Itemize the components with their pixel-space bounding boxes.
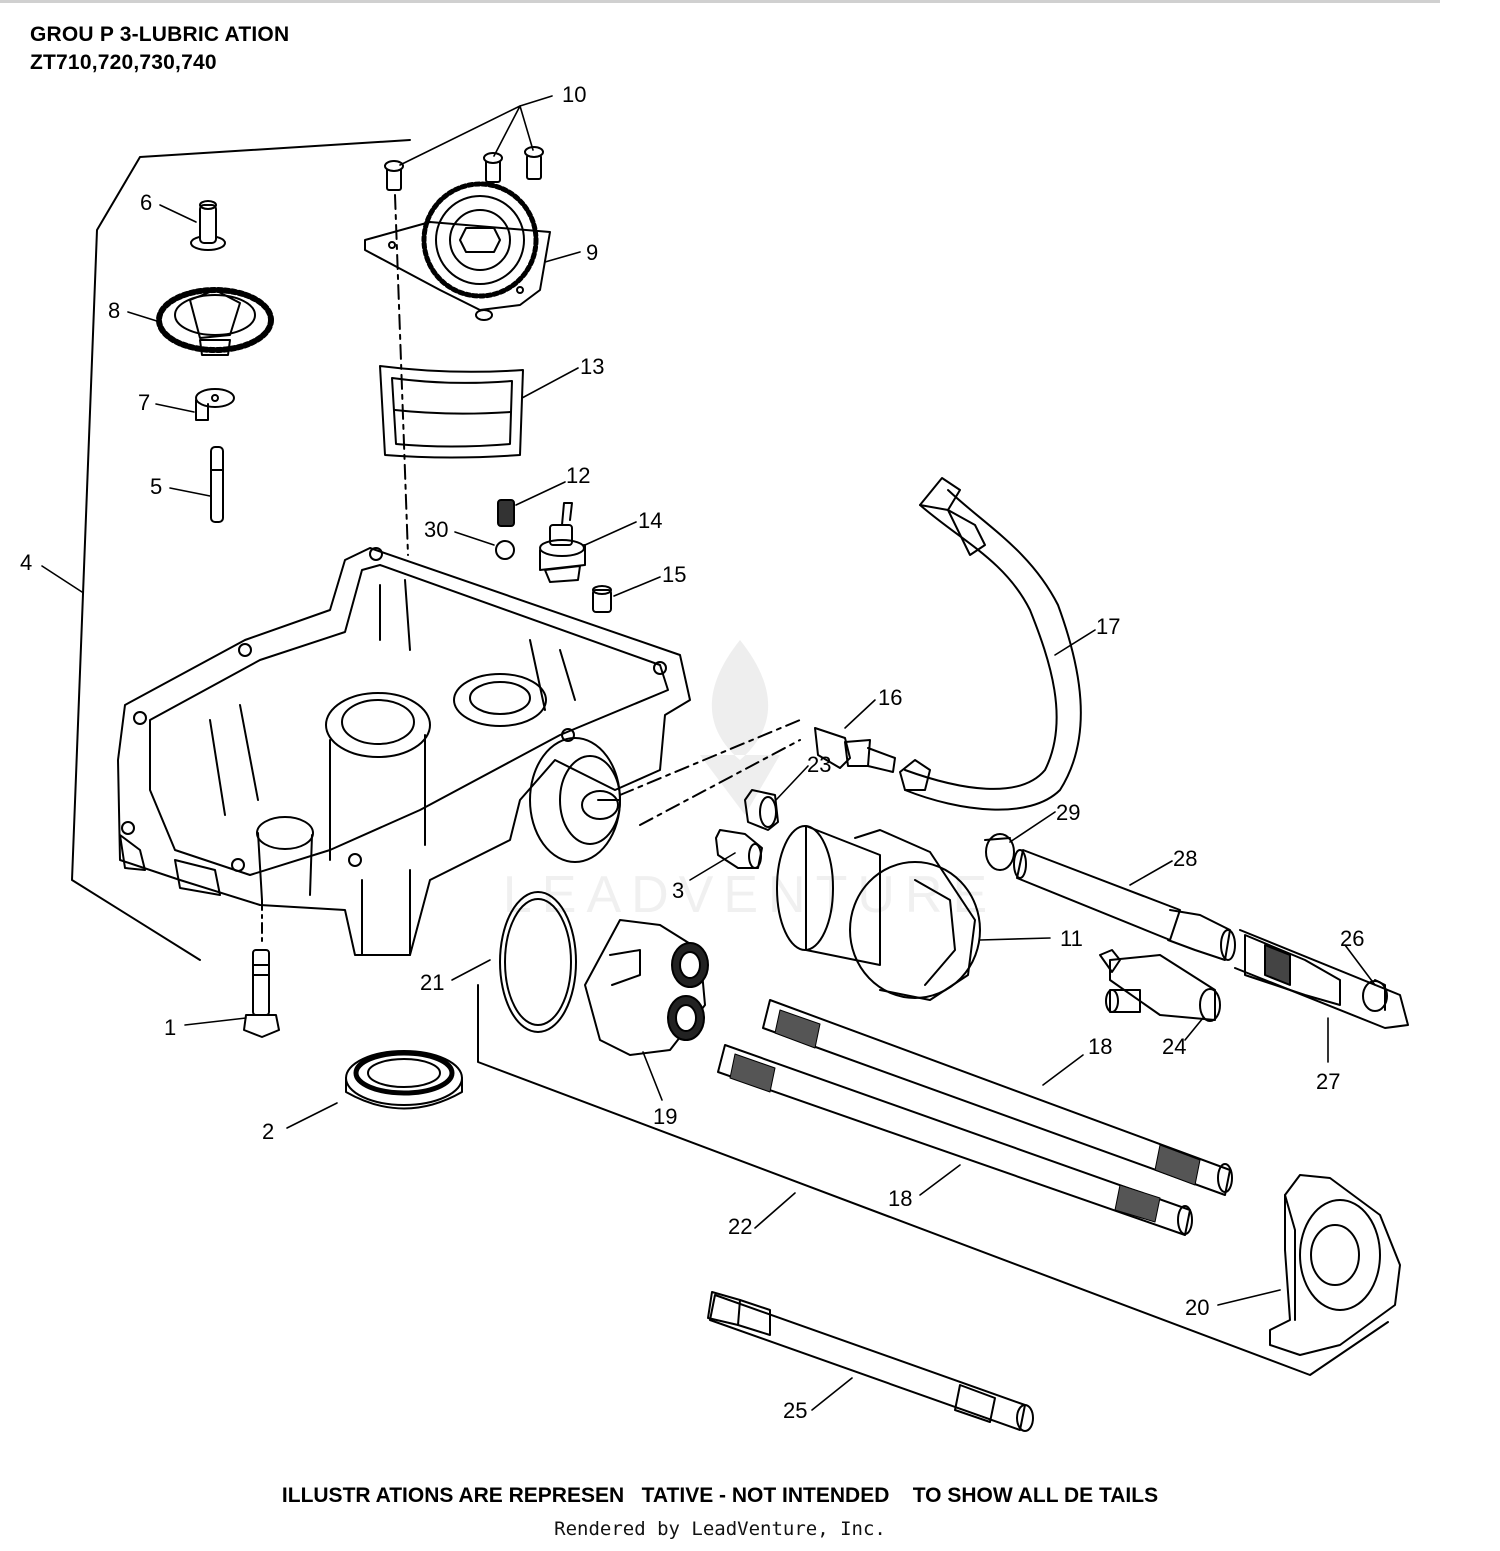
part-7-clip: [195, 388, 235, 421]
callout-26: 26: [1340, 926, 1364, 951]
part-23-plug: [744, 789, 779, 831]
alignment-line-adapter: [619, 719, 801, 796]
part-4-oil-pan: [117, 547, 691, 956]
part-13-screen: [379, 365, 524, 459]
part-18-oil-line-upper: [762, 999, 1233, 1196]
callout-30: 30: [424, 517, 448, 542]
callout-labels: 10 6 9 8 13 7 12 5 14 30 15 4 17 16 23 2…: [20, 82, 1364, 1423]
callout-1: 1: [164, 1015, 176, 1040]
callout-27: 27: [1316, 1069, 1340, 1094]
callout-8: 8: [108, 298, 120, 323]
callout-18-upper: 18: [1088, 1034, 1112, 1059]
alignment-line-adapter2: [639, 739, 801, 826]
part-19-filter-adapter: [584, 919, 709, 1056]
callout-16: 16: [878, 685, 902, 710]
callout-14: 14: [638, 508, 662, 533]
callout-19: 19: [653, 1104, 677, 1129]
callout-6: 6: [140, 190, 152, 215]
part-10-screws: [384, 146, 544, 191]
part-1-bolt: [243, 949, 280, 1038]
part-18-oil-line-lower: [717, 1044, 1193, 1236]
callout-23: 23: [807, 752, 831, 777]
part-5-shaft: [210, 446, 224, 523]
part-15-plug: [592, 585, 612, 613]
part-27-inline-valve: [1234, 929, 1409, 1029]
part-28-hose: [1013, 849, 1236, 961]
part-30-ball: [495, 540, 515, 560]
part-2-seal: [345, 1050, 463, 1110]
callout-2: 2: [262, 1119, 274, 1144]
callout-18-lower: 18: [888, 1186, 912, 1211]
callout-22: 22: [728, 1214, 752, 1239]
part-21-o-ring: [499, 891, 577, 1033]
callout-4: 4: [20, 550, 32, 575]
watermark-text: LEADVENTURE: [503, 866, 997, 924]
leadventure-watermark: LEADVENTURE: [503, 640, 997, 924]
callout-11: 11: [1060, 926, 1083, 951]
part-26-clamp: [1362, 979, 1388, 1012]
part-17-hose: [899, 477, 1082, 811]
alignment-line-pan: [394, 194, 409, 556]
part-9-oil-pump: [364, 181, 551, 321]
part-8-gear: [156, 287, 274, 356]
callout-29: 29: [1056, 800, 1080, 825]
callout-13: 13: [580, 354, 604, 379]
callout-21: 21: [420, 970, 444, 995]
part-29-clamp: [984, 833, 1015, 871]
callout-9: 9: [586, 240, 598, 265]
part-24-tee: [1099, 949, 1221, 1022]
part-6-pin: [190, 200, 226, 251]
part-11-oil-filter: [776, 825, 981, 1001]
part-20-filter-mount: [1269, 1174, 1401, 1356]
callout-28: 28: [1173, 846, 1197, 871]
assembly-bracket-left: [71, 139, 411, 961]
part-22-kit-bracket: [477, 984, 1389, 1376]
part-14-pressure-switch: [539, 502, 586, 583]
flame-logo-icon: [700, 640, 780, 815]
rendered-by-text: Rendered by LeadVenture, Inc.: [554, 1518, 886, 1540]
leader-lines: [41, 95, 1376, 1411]
callout-10: 10: [562, 82, 586, 107]
callout-5: 5: [150, 474, 162, 499]
model-list: ZT710,720,730,740: [30, 51, 217, 74]
callout-7: 7: [138, 390, 150, 415]
callout-25: 25: [783, 1398, 807, 1423]
part-16-barb-fitting: [814, 727, 896, 773]
callout-15: 15: [662, 562, 686, 587]
callout-3: 3: [672, 878, 684, 903]
part-3-fitting: [715, 829, 763, 869]
disclaimer-text: ILLUSTR ATIONS ARE REPRESEN TATIVE - NOT…: [281, 1484, 1159, 1507]
page-top-rule: [0, 0, 1440, 3]
callout-20: 20: [1185, 1295, 1209, 1320]
part-25-hose-assembly: [707, 1291, 1034, 1432]
part-12-spring: [497, 499, 515, 527]
callout-17: 17: [1096, 614, 1120, 639]
callout-24: 24: [1162, 1034, 1186, 1059]
callout-12: 12: [566, 463, 590, 488]
group-title: GROU P 3-LUBRIC ATION: [30, 23, 290, 46]
